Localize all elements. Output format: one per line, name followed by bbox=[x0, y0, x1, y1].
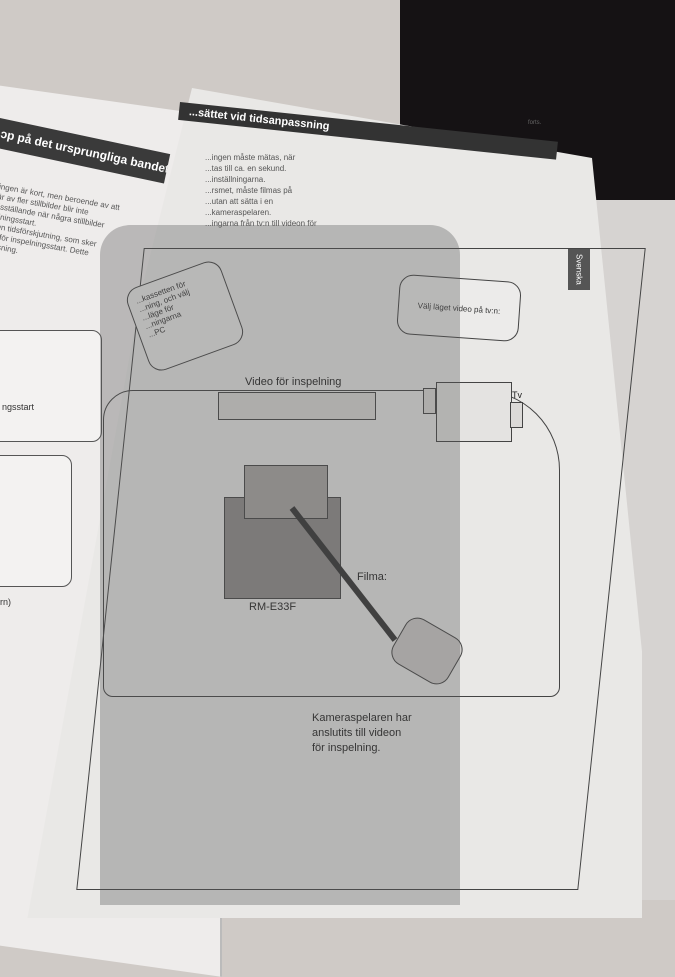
text-line: ...utan att sätta i en bbox=[205, 197, 274, 206]
camera-instruction-label: Filma: bbox=[357, 571, 387, 583]
left-figure-box-2 bbox=[0, 455, 72, 587]
right-page-paragraph: ...ingen måste mätas, när ...tas till ca… bbox=[205, 152, 317, 229]
tv-label: Tv bbox=[512, 390, 522, 400]
text-line: ...ingen måste mätas, när bbox=[205, 153, 296, 162]
tv-speaker-right-icon bbox=[510, 402, 523, 428]
vcr-icon bbox=[218, 392, 376, 420]
phone-shadow bbox=[100, 225, 460, 905]
vcr-label: Video för inspelning bbox=[245, 376, 342, 388]
page-continued-marker: forts. bbox=[528, 120, 542, 126]
cable-line bbox=[289, 506, 398, 642]
text-line: ...rsmet, måste filmas på bbox=[205, 186, 293, 195]
remote-model-label: RM-E33F bbox=[249, 601, 297, 613]
text-line: Kameraspelaren har bbox=[312, 712, 412, 724]
left-figure-box-1 bbox=[0, 330, 102, 442]
remote-lid-icon bbox=[244, 465, 328, 519]
text-line: anslutits till videon bbox=[312, 727, 402, 739]
left-figure-caption-1: ngsstart bbox=[2, 402, 35, 412]
bottom-caption: Kameraspelaren har anslutits till videon… bbox=[312, 711, 412, 756]
tv-icon bbox=[436, 382, 512, 442]
tv-speaker-left-icon bbox=[423, 388, 436, 414]
text-line: ...ingarna från tv:n till videon för bbox=[205, 219, 317, 228]
text-line: ...inställningarna. bbox=[205, 175, 266, 184]
language-tab: Svenska bbox=[568, 248, 590, 290]
text-line: ...tas till ca. en sekund. bbox=[205, 164, 287, 173]
diagram-connection-area bbox=[103, 390, 560, 697]
text-line: för inspelning. bbox=[312, 742, 381, 754]
left-figure-caption-2: rn) bbox=[0, 597, 11, 607]
text-line: ...kameraspelaren. bbox=[205, 208, 272, 217]
